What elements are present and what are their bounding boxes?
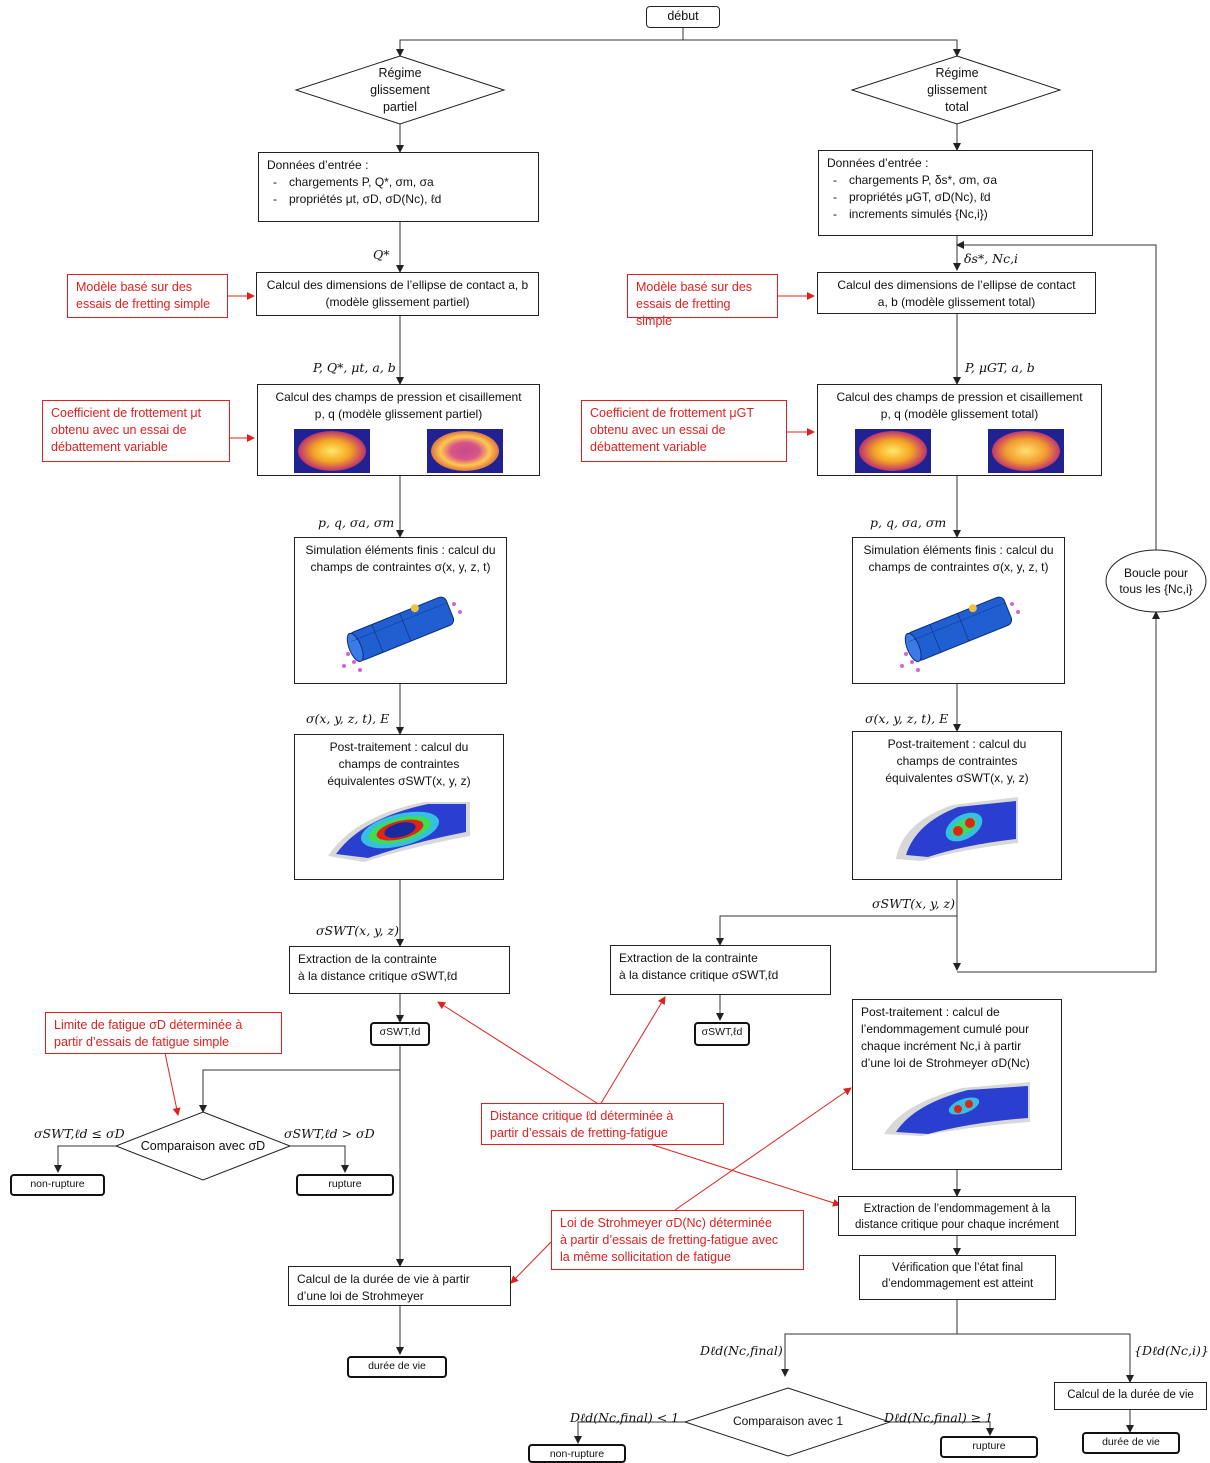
shear-field-image-total: [988, 429, 1065, 473]
right-regime-diamond: [850, 55, 1062, 125]
shear-field-image: [426, 429, 503, 473]
left-inputs-title: Données d’entrée :: [267, 158, 369, 172]
right-life-terminal: durée de vie: [1082, 1432, 1180, 1454]
fe-mesh-image: [341, 596, 462, 672]
left-life-terminal: durée de vie: [347, 1356, 447, 1378]
left-cond-left: σSWT,ℓd ≤ σD: [34, 1126, 125, 1141]
swt-field-image: [328, 802, 470, 862]
pressure-field-image: [294, 429, 371, 473]
fe-mesh-image-total: [899, 596, 1020, 672]
left-inputs-load: chargements P, Q*, σm, σa: [289, 175, 434, 189]
right-rupture: rupture: [940, 1436, 1038, 1458]
left-params-label: P, Q*, μt, a, b: [313, 360, 396, 375]
right-fields-box: Calcul des champs de pression et cisaill…: [817, 384, 1102, 476]
right-inputs-increments: increments simulés {Nc,i}): [849, 207, 988, 221]
right-q-label: δs*, Nc,i: [964, 251, 1019, 266]
left-fe-label: p, q, σa, σm: [318, 515, 395, 530]
right-cond-left: Dℓd(Nc,final) < 1: [570, 1410, 680, 1425]
swt-field-image-total: [896, 797, 1018, 861]
left-compare-diamond: [114, 1111, 292, 1181]
pressure-field-image-total: [854, 429, 931, 473]
right-params-label: P, μGT, a, b: [965, 360, 1035, 375]
right-non-rupture: non-rupture: [528, 1444, 626, 1463]
left-post-label: σ(x, y, z, t), E: [306, 711, 390, 726]
start-terminal: début: [646, 6, 720, 28]
right-inputs-title: Données d’entrée :: [827, 156, 929, 170]
right-inputs-box: Données d’entrée : -chargements P, δs*, …: [818, 150, 1093, 236]
right-swt-label: σSWT(x, y, z): [872, 896, 955, 911]
left-fields-box: Calcul des champs de pression et cisaill…: [257, 384, 540, 476]
left-ellipse-box: Calcul des dimensions de l’ellipse de co…: [256, 272, 539, 316]
right-ellipse-box: Calcul des dimensions de l’ellipse de co…: [817, 272, 1096, 314]
right-extract-output: σSWT,ℓd: [694, 1022, 750, 1046]
right-d-all-label: {Dℓd(Nc,i)}: [1134, 1343, 1209, 1358]
left-cond-right: σSWT,ℓd > σD: [284, 1126, 375, 1141]
damage-field-image: [884, 1082, 1030, 1136]
left-non-rupture: non-rupture: [10, 1174, 105, 1196]
right-compare-text: Comparaison avec 1: [732, 1414, 844, 1428]
right-d-final-label: Dℓd(Nc,final): [700, 1343, 783, 1358]
loop-ellipse: [1105, 549, 1207, 613]
right-compare-diamond: [683, 1387, 892, 1457]
left-extract-output: σSWT,ℓd: [370, 1022, 430, 1046]
right-post-label: σ(x, y, z, t), E: [865, 711, 949, 726]
right-life-calc-box: Calcul de la durée de vie: [1054, 1382, 1207, 1410]
left-q-label: Q*: [373, 247, 390, 262]
right-fe-label: p, q, σa, σm: [870, 515, 947, 530]
left-compare-text: Comparaison avec σD: [140, 1139, 266, 1153]
left-inputs-props: propriétés μt, σD, σD(Nc), ℓd: [289, 192, 442, 206]
right-inputs-load: chargements P, δs*, σm, σa: [849, 173, 997, 187]
left-rupture: rupture: [296, 1174, 394, 1196]
start-label: début: [667, 9, 699, 23]
left-inputs-box: Données d’entrée : -chargements P, Q*, σ…: [258, 152, 539, 222]
left-swt-label: σSWT(x, y, z): [316, 923, 399, 938]
right-inputs-props: propriétés μGT, σD(Nc), ℓd: [849, 190, 991, 204]
right-cond-right: Dℓd(Nc,final) ≥ 1: [884, 1410, 994, 1425]
left-regime-diamond: [294, 55, 506, 125]
